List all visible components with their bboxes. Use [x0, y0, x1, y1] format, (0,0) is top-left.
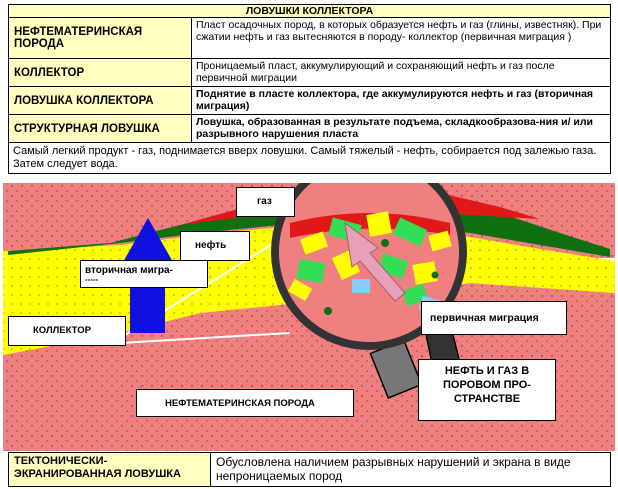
def-source-rock: Пласт осадочных пород, в которых образуе… [190, 17, 612, 59]
label-secondary-migration-cont: ----- [85, 275, 99, 284]
label-collector-text: КОЛЛЕКТОР [33, 325, 91, 336]
label-collector: КОЛЛЕКТОР [8, 316, 126, 346]
trap-diagram: газ нефть вторичная мигра- ----- КОЛЛЕКТ… [0, 154, 618, 451]
term-tectonic-trap: ТЕКТОНИЧЕСКИ-ЭКРАНИРОВАННАЯ ЛОВУШКА [8, 452, 211, 487]
label-pore-space-text: НЕФТЬ И ГАЗ В ПОРОВОМ ПРО-СТРАНСТВЕ [443, 365, 531, 405]
term-structural-trap: СТРУКТУРНАЯ ЛОВУШКА [8, 114, 192, 143]
def-collector-trap: Поднятие в пласте коллектора, где аккуму… [190, 86, 612, 115]
label-secondary-migration-text: вторичная мигра- [85, 265, 173, 276]
label-oil-text: нефть [195, 240, 227, 251]
definitions-table: ЛОВУШКИ КОЛЛЕКТОРА НЕФТЕМАТЕРИНСКАЯ ПОРО… [7, 4, 612, 174]
primary-migration-arrow [344, 221, 406, 302]
table-title: ЛОВУШКИ КОЛЛЕКТОРА [7, 4, 612, 18]
term-collector-trap: ЛОВУШКА КОЛЛЕКТОРА [8, 86, 192, 115]
bottom-definition-table: ТЕКТОНИЧЕСКИ-ЭКРАНИРОВАННАЯ ЛОВУШКА Обус… [8, 452, 611, 487]
label-gas-text: газ [257, 196, 272, 207]
label-primary-migration: первичная миграция [421, 301, 567, 335]
migration-line-2 [119, 332, 291, 344]
def-source-rock-text: Пласт осадочных пород, в которых образуе… [196, 19, 602, 43]
label-source-rock: НЕФТЕМАТЕРИНСКАЯ ПОРОДА [136, 389, 354, 417]
def-structural-trap: Ловушка, образованная в результате подъе… [190, 114, 612, 143]
def-tectonic-trap: Обусловлена наличием разрывных нарушений… [210, 452, 611, 487]
label-primary-migration-text: первичная миграция [430, 312, 539, 324]
label-pore-space: НЕФТЬ И ГАЗ В ПОРОВОМ ПРО-СТРАНСТВЕ [418, 359, 556, 421]
term-source-rock: НЕФТЕМАТЕРИНСКАЯ ПОРОДА [8, 17, 192, 59]
term-collector: КОЛЛЕКТОР [8, 58, 192, 87]
label-gas: газ [236, 187, 295, 217]
def-collector: Проницаемый пласт, аккумулирующий и сохр… [190, 58, 612, 87]
note-text: Самый легкий продукт - газ, поднимается … [7, 142, 612, 174]
label-source-rock-text: НЕФТЕМАТЕРИНСКАЯ ПОРОДА [165, 398, 315, 409]
label-oil: нефть [180, 231, 250, 261]
label-secondary-migration: вторичная мигра- ----- [80, 260, 208, 288]
